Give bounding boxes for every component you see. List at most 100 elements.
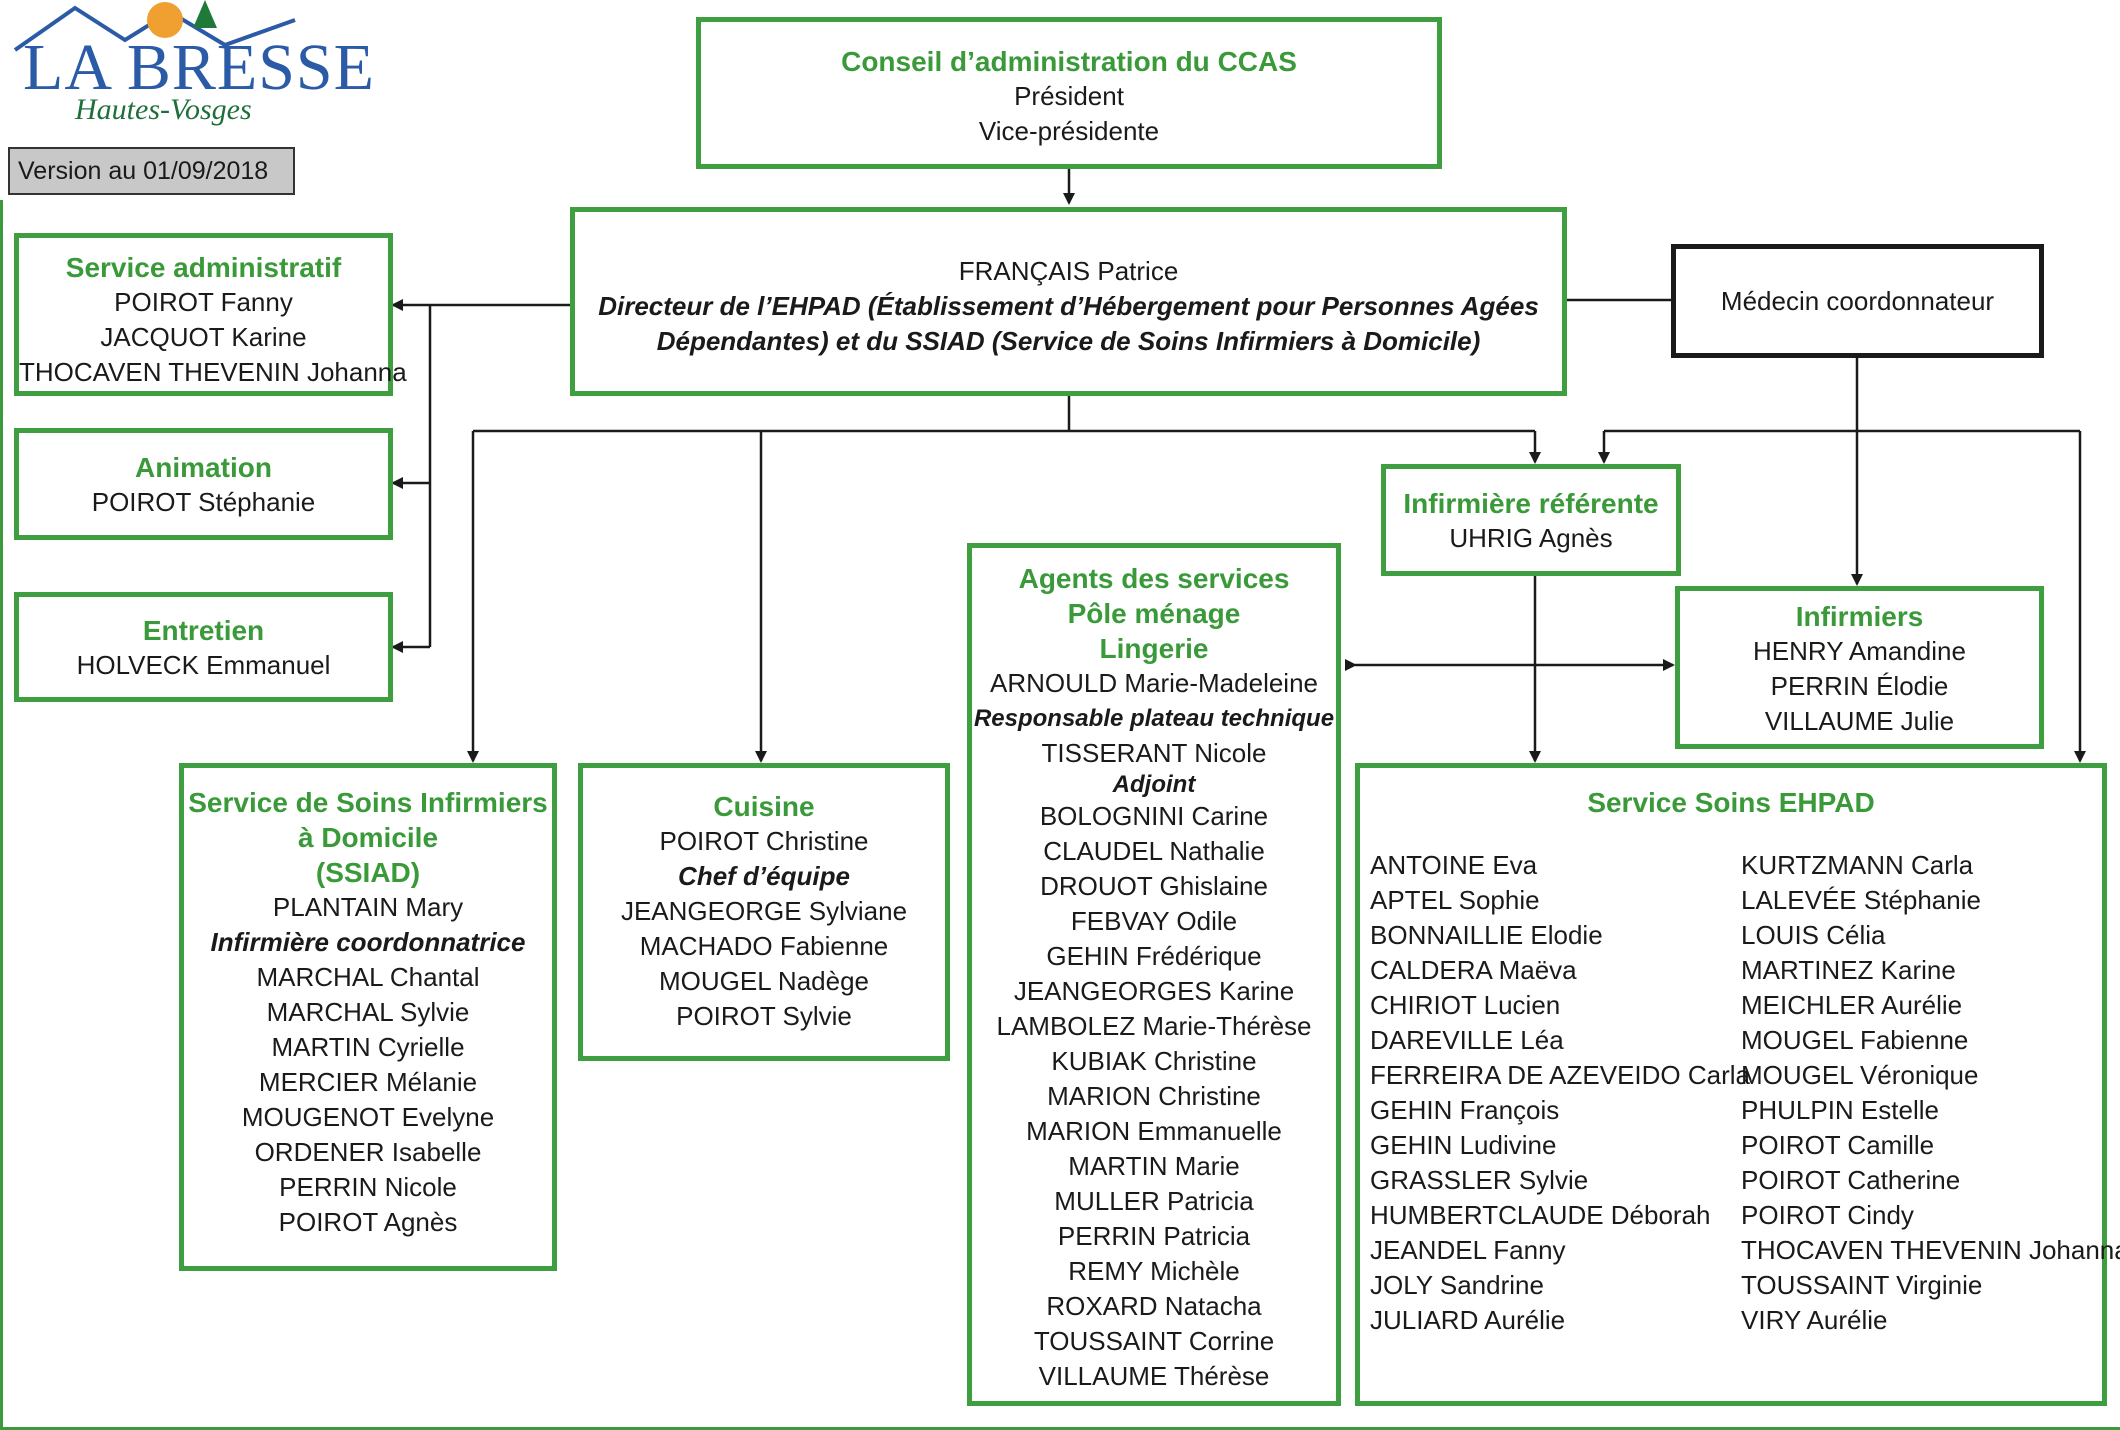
page-frame-bottom xyxy=(0,1427,2120,1430)
ehpad-member: POIROT Cindy xyxy=(1741,1200,1914,1230)
entretien-title: Entretien xyxy=(142,615,265,646)
conseil-box: Conseil d’administration du CCAS Préside… xyxy=(696,17,1442,169)
agents-member: PERRIN Patricia xyxy=(1057,1221,1251,1251)
infirmiere-referente-member: UHRIG Agnès xyxy=(1449,523,1613,553)
infirmiere-referente-box: Infirmière référente UHRIG Agnès xyxy=(1381,464,1681,576)
agents-title-line: Agents des services xyxy=(1018,563,1290,594)
animation-title: Animation xyxy=(135,452,272,483)
agents-member: MARION Christine xyxy=(1047,1081,1261,1111)
ehpad-member: APTEL Sophie xyxy=(1370,885,1540,915)
ehpad-member: FERREIRA DE AZEVEIDO Carla xyxy=(1370,1060,1750,1090)
agents-deputy-role: Adjoint xyxy=(1112,771,1196,798)
ehpad-member: GEHIN François xyxy=(1370,1095,1560,1125)
ssiad-title-line: (SSIAD) xyxy=(315,857,421,888)
agents-lead-role: Responsable plateau technique xyxy=(973,705,1335,732)
ssiad-member: ORDENER Isabelle xyxy=(254,1137,482,1167)
ehpad-column-2: KURTZMANN Carla LALEVÉE Stéphanie LOUIS … xyxy=(1741,848,2120,1338)
entretien-box: Entretien HOLVECK Emmanuel xyxy=(14,592,393,702)
page-frame-left xyxy=(0,200,3,1430)
agents-deputy: TISSERANT Nicole xyxy=(1041,738,1267,768)
admin-member: THOCAVEN THEVENIN Johanna xyxy=(19,357,407,387)
agents-title-line: Pôle ménage xyxy=(1067,598,1241,629)
ehpad-box: Service Soins EHPAD ANTOINE Eva APTEL So… xyxy=(1355,763,2120,1406)
ehpad-member: HUMBERTCLAUDE Déborah xyxy=(1370,1200,1711,1230)
infirmiers-member: PERRIN Élodie xyxy=(1770,671,1949,701)
agents-member: TOUSSAINT Corrine xyxy=(1033,1326,1275,1356)
logo-subtitle: Hautes-Vosges xyxy=(75,93,252,126)
directeur-name: FRANÇAIS Patrice xyxy=(958,256,1179,286)
cuisine-box: Cuisine POIROT Christine Chef d’équipe J… xyxy=(578,763,950,1061)
infirmiere-referente-title: Infirmière référente xyxy=(1403,488,1659,519)
directeur-role-line1: Directeur de l’EHPAD (Établissement d’Hé… xyxy=(598,291,1539,321)
ehpad-member: DAREVILLE Léa xyxy=(1370,1025,1564,1055)
infirmiers-title: Infirmiers xyxy=(1795,601,1924,632)
agents-member: KUBIAK Christine xyxy=(1051,1046,1257,1076)
ehpad-member: CALDERA Maëva xyxy=(1370,955,1577,985)
ehpad-member: LALEVÉE Stéphanie xyxy=(1741,885,1981,915)
ehpad-member: JOLY Sandrine xyxy=(1370,1270,1544,1300)
ssiad-member: MOUGENOT Evelyne xyxy=(241,1102,495,1132)
conseil-line-president: Président xyxy=(1014,81,1124,111)
ehpad-member: VIRY Aurélie xyxy=(1741,1305,1888,1335)
ehpad-member: THOCAVEN THEVENIN Johanna xyxy=(1741,1235,2120,1265)
ssiad-member: PERRIN Nicole xyxy=(279,1172,457,1202)
admin-member: POIROT Fanny xyxy=(114,287,293,317)
ehpad-title: Service Soins EHPAD xyxy=(1587,787,1875,818)
service-administratif-box: Service administratif POIROT Fanny JACQU… xyxy=(14,233,407,396)
cuisine-member: JEANGEORGE Sylviane xyxy=(620,896,908,926)
agents-lead: ARNOULD Marie-Madeleine xyxy=(990,668,1318,698)
conseil-line-vice: Vice-présidente xyxy=(978,116,1160,146)
agents-member: MARION Emmanuelle xyxy=(1026,1116,1282,1146)
ssiad-member: MARCHAL Sylvie xyxy=(266,997,470,1027)
cuisine-member: MACHADO Fabienne xyxy=(639,931,889,961)
cuisine-lead-role: Chef d’équipe xyxy=(678,861,850,891)
ehpad-member: BONNAILLIE Elodie xyxy=(1370,920,1603,950)
ehpad-member: POIROT Camille xyxy=(1741,1130,1935,1160)
cuisine-title: Cuisine xyxy=(713,791,815,822)
ssiad-member: MERCIER Mélanie xyxy=(258,1067,478,1097)
directeur-role-line2: Dépendantes) et du SSIAD (Service de Soi… xyxy=(656,326,1481,356)
agents-member: GEHIN Frédérique xyxy=(1046,941,1262,971)
version-label: Version au 01/09/2018 xyxy=(8,147,295,195)
animation-box: Animation POIROT Stéphanie xyxy=(14,428,393,540)
ehpad-member: TOUSSAINT Virginie xyxy=(1741,1270,1983,1300)
directeur-box: FRANÇAIS Patrice Directeur de l’EHPAD (É… xyxy=(570,207,1567,396)
agents-member: DROUOT Ghislaine xyxy=(1040,871,1268,901)
ssiad-lead-role: Infirmière coordonnatrice xyxy=(210,927,526,957)
agents-title-line: Lingerie xyxy=(1099,633,1209,664)
ssiad-member: POIROT Agnès xyxy=(278,1207,458,1237)
entretien-member: HOLVECK Emmanuel xyxy=(76,650,331,680)
ehpad-member: MARTINEZ Karine xyxy=(1741,955,1956,985)
ssiad-member: MARTIN Cyrielle xyxy=(271,1032,465,1062)
ehpad-member: PHULPIN Estelle xyxy=(1741,1095,1939,1125)
service-administratif-title: Service administratif xyxy=(65,252,342,283)
agents-member: ROXARD Natacha xyxy=(1046,1291,1262,1321)
ehpad-member: LOUIS Célia xyxy=(1741,920,1886,950)
ehpad-member: JEANDEL Fanny xyxy=(1370,1235,1566,1265)
ehpad-member: KURTZMANN Carla xyxy=(1741,850,1974,880)
ehpad-member: MOUGEL Véronique xyxy=(1741,1060,1979,1090)
cuisine-lead: POIROT Christine xyxy=(659,826,869,856)
medecin-box: Médecin coordonnateur xyxy=(1671,244,2044,358)
ehpad-member: ANTOINE Eva xyxy=(1370,850,1538,880)
ehpad-member: MOUGEL Fabienne xyxy=(1741,1025,1969,1055)
ssiad-member: MARCHAL Chantal xyxy=(256,962,480,992)
ehpad-member: MEICHLER Aurélie xyxy=(1741,990,1963,1020)
ehpad-member: GEHIN Ludivine xyxy=(1370,1130,1557,1160)
agents-member: BOLOGNINI Carine xyxy=(1039,801,1269,831)
agents-member: FEBVAY Odile xyxy=(1070,906,1238,936)
agents-member: JEANGEORGES Karine xyxy=(1013,976,1295,1006)
ehpad-member: CHIRIOT Lucien xyxy=(1370,990,1561,1020)
infirmiers-member: VILLAUME Julie xyxy=(1764,706,1955,736)
ehpad-column-1: ANTOINE Eva APTEL Sophie BONNAILLIE Elod… xyxy=(1370,848,1750,1338)
ehpad-member: JULIARD Aurélie xyxy=(1370,1305,1566,1335)
medecin-label: Médecin coordonnateur xyxy=(1720,286,1995,316)
infirmiers-box: Infirmiers HENRY Amandine PERRIN Élodie … xyxy=(1675,586,2044,749)
ehpad-member: GRASSLER Sylvie xyxy=(1370,1165,1589,1195)
logo-name: LA BRESSE xyxy=(23,31,375,104)
agents-member: LAMBOLEZ Marie-Thérèse xyxy=(996,1011,1312,1041)
agents-member: MULLER Patricia xyxy=(1054,1186,1254,1216)
ssiad-title-line: à Domicile xyxy=(297,822,439,853)
cuisine-member: POIROT Sylvie xyxy=(676,1001,852,1031)
